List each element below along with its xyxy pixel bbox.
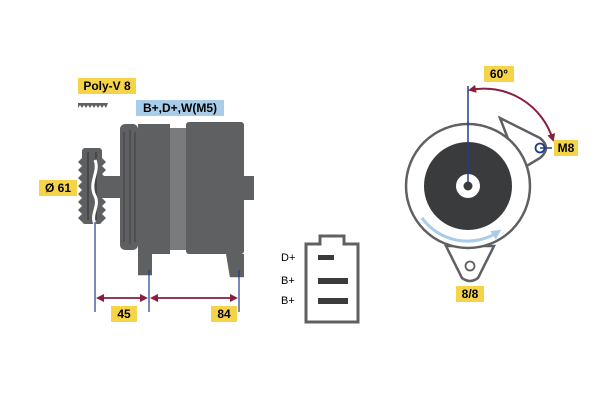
- rear-mount-foot: [226, 254, 244, 278]
- plug-pin-d-plus: [318, 255, 334, 260]
- rotation-arrow: [420, 217, 502, 243]
- front-mount-foot: [138, 254, 152, 276]
- pulley: [78, 148, 120, 225]
- shaft: [463, 181, 473, 191]
- plug-pin-label-2: B+: [281, 275, 295, 287]
- plug-pin-label-1: D+: [281, 252, 296, 264]
- rear-dimension-label: 84: [211, 306, 237, 322]
- dimension-reference-lines: [94, 222, 240, 312]
- mount-thread-label: M8: [554, 140, 578, 156]
- alternator-side-view: [78, 122, 254, 279]
- plug-pin-b-plus-2: [318, 298, 348, 304]
- alternator-front-view: [404, 84, 556, 283]
- connector-plug: [304, 234, 360, 324]
- terminal-label: B+,D+,W(M5): [136, 100, 224, 116]
- bolt-size-label: 8/8: [456, 286, 484, 302]
- fan: [120, 124, 138, 250]
- plug-pin-label-3: B+: [281, 295, 295, 307]
- front-dimension-label: 45: [111, 306, 137, 322]
- poly-v-belt-icon: [78, 103, 108, 108]
- angle-label: 60°: [484, 66, 514, 82]
- pulley-diameter-label: Ø 61: [39, 180, 77, 196]
- belt-type-label: Poly-V 8: [78, 78, 136, 94]
- lower-mount-hole: [464, 260, 476, 272]
- angle-arc: [468, 84, 556, 142]
- plug-pin-b-plus-1: [318, 278, 348, 284]
- stator: [170, 128, 186, 250]
- rear-housing: [186, 122, 244, 254]
- front-housing: [138, 124, 170, 254]
